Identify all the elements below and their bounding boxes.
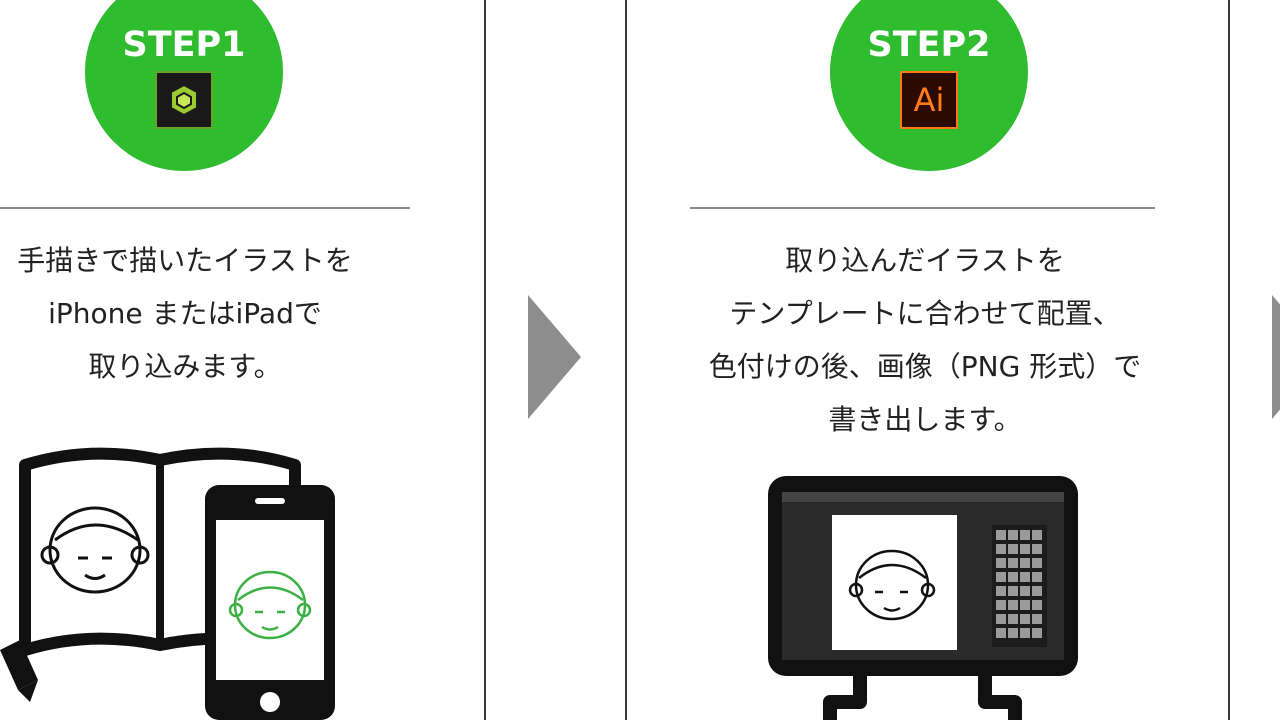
separator-line-left	[484, 0, 486, 720]
triangle-right-icon	[528, 295, 581, 419]
face-sketch-monitor	[848, 549, 936, 621]
step1-divider	[0, 207, 410, 209]
triangle-right-icon-partial	[1272, 295, 1280, 419]
monitor-illustration	[768, 476, 1078, 720]
swatch-grid	[996, 530, 1042, 638]
face-sketch-green	[228, 570, 312, 640]
step1-badge: STEP1	[85, 0, 283, 171]
step1-label: STEP1	[122, 25, 246, 65]
step2-line-3: 色付けの後、画像（PNG 形式）で	[708, 350, 1142, 383]
separator-line-right	[1228, 0, 1230, 720]
pencil-icon	[0, 640, 38, 702]
step1-line-3: 取り込みます。	[88, 350, 282, 383]
step2-badge: STEP2 Ai	[830, 0, 1028, 171]
step2-label: STEP2	[867, 25, 991, 65]
step2-line-4: 書き出します。	[828, 403, 1022, 436]
step1-line-2: iPhone またはiPadで	[48, 297, 322, 330]
adobe-aero-icon	[155, 71, 213, 129]
step1-description: 手描きで描いたイラストを iPhone またはiPadで 取り込みます。	[0, 234, 370, 393]
step1-line-1: 手描きで描いたイラストを	[17, 244, 353, 277]
step2-description: 取り込んだイラストを テンプレートに合わせて配置、 色付けの後、画像（PNG 形…	[680, 234, 1170, 446]
step2-line-2: テンプレートに合わせて配置、	[729, 297, 1121, 330]
step2-divider	[690, 207, 1155, 209]
sketchbook-and-phone-illustration	[0, 447, 335, 720]
separator-line-middle	[625, 0, 627, 720]
step2-line-1: 取り込んだイラストを	[785, 244, 1065, 277]
face-sketch-black	[40, 506, 150, 594]
adobe-illustrator-icon-text: Ai	[913, 81, 945, 119]
adobe-illustrator-icon: Ai	[900, 71, 958, 129]
